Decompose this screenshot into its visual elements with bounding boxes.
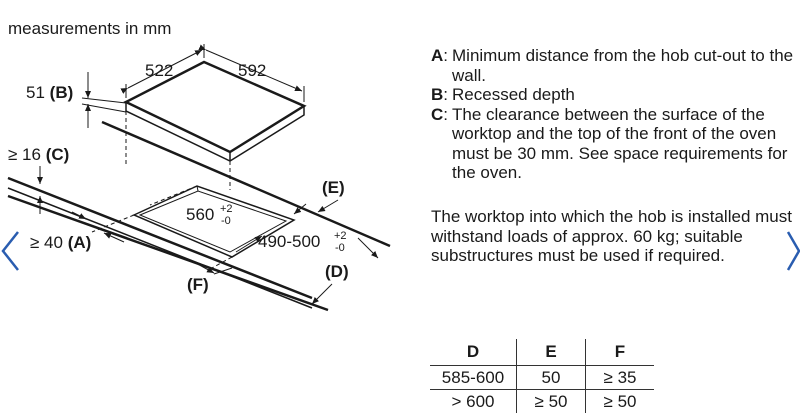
load-note: The worktop into which the hob is instal…	[431, 207, 792, 265]
label-d: (D)	[325, 262, 349, 281]
legend-item-c: C: The clearance between the surface of …	[431, 105, 799, 183]
recess-depth-dimension	[81, 72, 127, 128]
clearance-label: ≥ 16 (C)	[8, 145, 69, 164]
table-cell: ≥ 35	[603, 367, 637, 387]
chevron-left-icon	[1, 231, 19, 271]
cutout-width-tol-lower: -0	[221, 215, 231, 227]
next-image-button[interactable]	[786, 228, 800, 274]
hob-dimension-lines	[120, 44, 305, 102]
cutout-depth-label: 490-500	[258, 232, 320, 251]
worktop-cutout	[132, 185, 296, 258]
table-cell: > 600	[451, 391, 495, 411]
worktop-edges	[7, 120, 391, 312]
label-e: (E)	[322, 178, 345, 197]
cutout-depth-tol-upper: +2	[334, 230, 347, 242]
units-note: measurements in mm	[8, 19, 172, 38]
legend-key-a: A	[431, 46, 444, 65]
hob-width-label: 592	[238, 61, 266, 80]
edge-dimensions	[193, 199, 379, 305]
legend-sep-b: :	[443, 85, 449, 104]
legend-text-a: Minimum distance from the hob cut-out to…	[452, 46, 794, 85]
label-f: (F)	[187, 275, 209, 294]
table-header-f: F	[614, 342, 626, 361]
legend-text-c: The clearance between the surface of the…	[452, 104, 788, 183]
table-cell: 50	[516, 365, 586, 390]
table-row: > 600 ≥ 50 ≥ 50	[430, 389, 654, 413]
cutout-depth-tol-lower: -0	[335, 242, 345, 254]
wall-distance-label: ≥ 40 (A)	[30, 233, 91, 252]
table-row: 585-600 50 ≥ 35	[430, 365, 654, 390]
chevron-right-icon	[786, 231, 800, 271]
previous-image-button[interactable]	[0, 228, 22, 274]
table-cell: ≥ 50	[603, 391, 637, 411]
legend: A: Minimum distance from the hob cut-out…	[431, 46, 799, 183]
cutout-depth-dimension	[235, 203, 307, 253]
wall-distance-dimension	[71, 211, 125, 243]
table-header-e: E	[516, 339, 586, 366]
legend-sep-c: :	[443, 104, 449, 124]
clearance-table: D E F 585-600 50 ≥ 35 > 600 ≥ 50 ≥ 50	[430, 339, 654, 413]
table-header-d: D	[466, 342, 480, 361]
legend-text-b: Recessed depth	[452, 85, 575, 104]
table-cell: 585-600	[441, 367, 505, 387]
legend-sep-a: :	[443, 46, 449, 65]
legend-item-a: A: Minimum distance from the hob cut-out…	[431, 46, 799, 85]
recess-depth-label: 51 (B)	[26, 83, 73, 102]
legend-item-b: B: Recessed depth	[431, 85, 799, 105]
table-cell: ≥ 50	[516, 389, 586, 413]
cutout-guide-lines	[91, 185, 233, 269]
legend-key-c: C	[431, 104, 444, 124]
table-header-row: D E F	[430, 339, 654, 366]
legend-key-b: B	[431, 85, 444, 104]
cutout-width-label: 560	[186, 205, 214, 224]
hob-depth-label: 522	[145, 61, 173, 80]
cutout-width-tol-upper: +2	[220, 203, 233, 215]
projection-lines	[125, 111, 231, 190]
